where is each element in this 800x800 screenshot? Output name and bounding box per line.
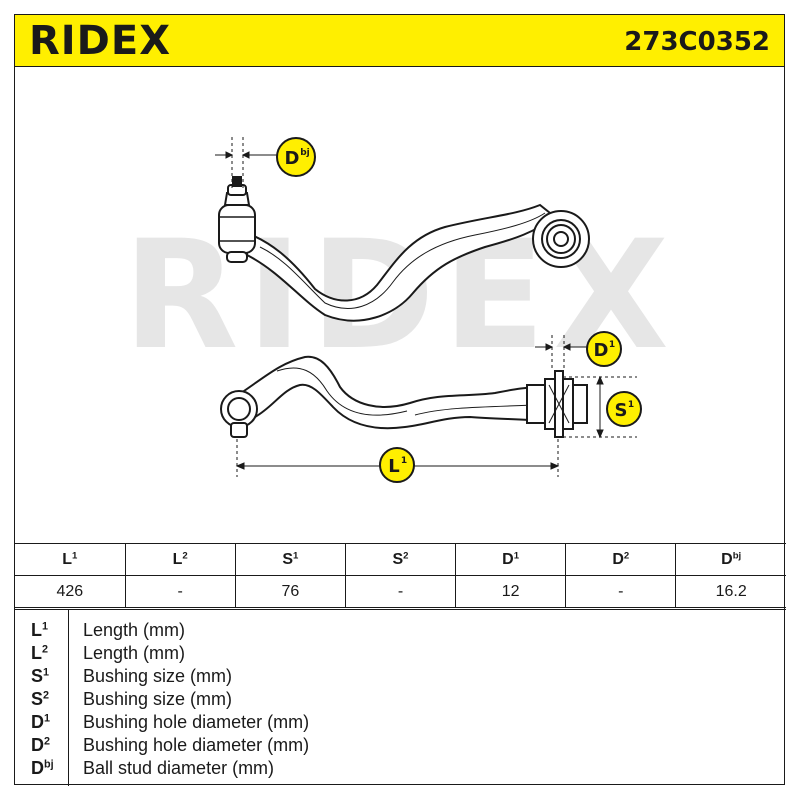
legend-item: D1 Bushing hole diameter (mm) bbox=[15, 712, 786, 734]
legend-item: L2 Length (mm) bbox=[15, 643, 786, 665]
legend-description: Bushing hole diameter (mm) bbox=[83, 735, 310, 755]
control-arm-side-view bbox=[220, 355, 588, 438]
column-header: L2 bbox=[124, 543, 236, 576]
table-header-row: L1 L2 S1 S2 D1 D2 Dbj bbox=[15, 543, 786, 576]
badge-d1: D 1 bbox=[586, 331, 622, 367]
table-cell: 426 bbox=[15, 575, 126, 608]
spec-sheet: RIDEX 273C0352 RIDEX bbox=[14, 14, 786, 786]
column-header: S2 bbox=[344, 543, 457, 576]
legend-code: Dbj bbox=[31, 758, 54, 778]
control-arm-top-view bbox=[218, 176, 590, 322]
legend-item: D2 Bushing hole diameter (mm) bbox=[15, 735, 786, 757]
legend-description: Bushing size (mm) bbox=[83, 666, 233, 686]
dbj-dimension bbox=[215, 137, 277, 189]
table-cell: 12 bbox=[455, 575, 567, 608]
badge-dbj-sup: bj bbox=[300, 148, 310, 158]
badge-s1-base: S bbox=[615, 400, 628, 421]
technical-drawing: RIDEX bbox=[15, 67, 786, 543]
column-header: S1 bbox=[234, 543, 346, 576]
legend-description: Bushing size (mm) bbox=[83, 689, 233, 709]
legend-item: S1 Bushing size (mm) bbox=[15, 666, 786, 688]
badge-l1-base: L bbox=[388, 456, 399, 477]
header-bar: RIDEX 273C0352 bbox=[15, 15, 784, 67]
part-number: 273C0352 bbox=[624, 27, 770, 57]
dimensions-table: L1 L2 S1 S2 D1 D2 Dbj 426 - 76 - 12 - 16… bbox=[15, 543, 786, 608]
legend-description: Bushing hole diameter (mm) bbox=[83, 712, 310, 732]
legend-description: Length (mm) bbox=[83, 643, 186, 663]
column-header: L1 bbox=[15, 543, 126, 576]
legend-divider bbox=[68, 610, 69, 786]
badge-dbj-base: D bbox=[285, 148, 300, 169]
table-cell: 16.2 bbox=[675, 575, 786, 608]
badge-s1-sup: 1 bbox=[628, 400, 634, 410]
badge-l1-sup: 1 bbox=[401, 456, 407, 466]
brand-logo: RIDEX bbox=[29, 18, 172, 64]
badge-l1: L 1 bbox=[379, 447, 415, 483]
legend-item: S2 Bushing size (mm) bbox=[15, 689, 786, 711]
legend-description: Length (mm) bbox=[83, 620, 186, 640]
table-cell: 76 bbox=[234, 575, 346, 608]
legend-code: D2 bbox=[31, 735, 51, 755]
legend: L1 Length (mm) L2 Length (mm) S1 Bushing… bbox=[15, 609, 786, 786]
legend-code: D1 bbox=[31, 712, 51, 732]
badge-d1-base: D bbox=[594, 340, 609, 361]
table-cell: - bbox=[565, 575, 677, 608]
badge-dbj: D bj bbox=[276, 137, 316, 177]
table-cell: - bbox=[344, 575, 457, 608]
s1-dimension bbox=[563, 375, 637, 439]
column-header: D2 bbox=[565, 543, 677, 576]
d1-dimension bbox=[535, 335, 595, 371]
table-cell: - bbox=[124, 575, 236, 608]
legend-description: Ball stud diameter (mm) bbox=[83, 758, 275, 778]
table-values-row: 426 - 76 - 12 - 16.2 bbox=[15, 575, 786, 608]
legend-code: L2 bbox=[31, 643, 49, 663]
legend-code: S2 bbox=[31, 689, 50, 709]
badge-s1: S 1 bbox=[606, 391, 642, 427]
legend-item: Dbj Ball stud diameter (mm) bbox=[15, 758, 786, 780]
legend-code: S1 bbox=[31, 666, 50, 686]
column-header: D1 bbox=[455, 543, 567, 576]
legend-code: L1 bbox=[31, 620, 49, 640]
column-header: Dbj bbox=[675, 543, 786, 576]
legend-item: L1 Length (mm) bbox=[15, 620, 786, 642]
badge-d1-sup: 1 bbox=[609, 340, 615, 350]
